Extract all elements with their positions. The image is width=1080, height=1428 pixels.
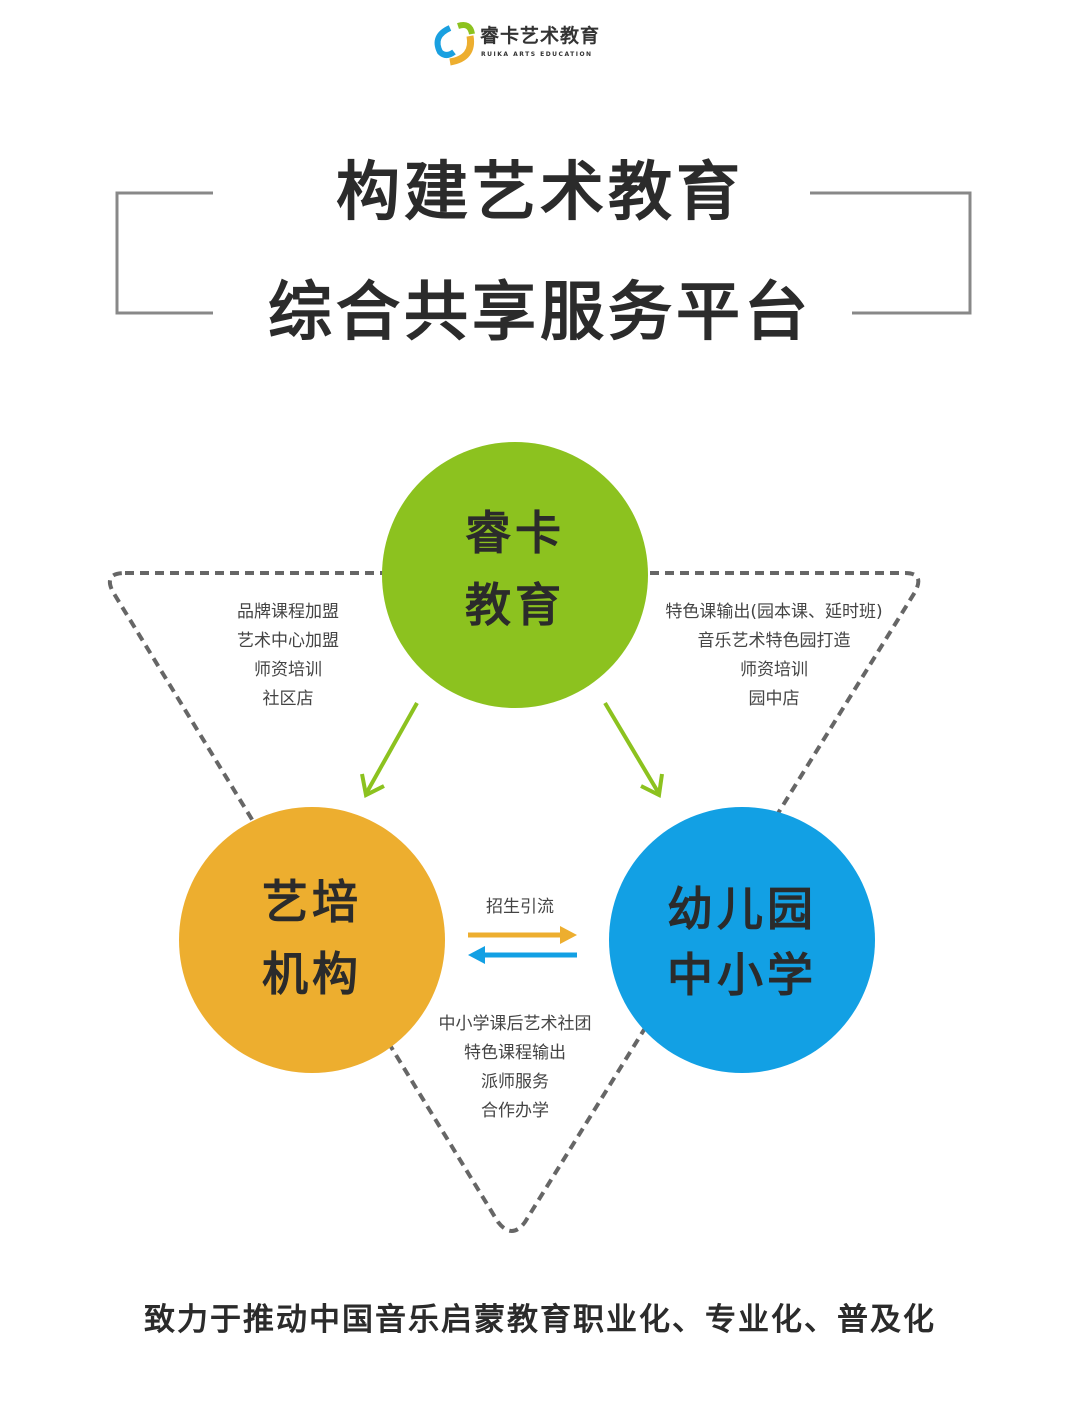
node-art-training-circle xyxy=(179,807,445,1073)
arrow-orange-right xyxy=(468,926,577,944)
node-left-line1: 艺培 xyxy=(262,875,362,929)
node-ruika-line1: 睿卡 xyxy=(465,506,565,560)
dashed-triangle xyxy=(108,571,921,1233)
footer-slogan: 致力于推动中国音乐启蒙教育职业化、专业化、普及化 xyxy=(144,1302,936,1338)
arrow-to-left xyxy=(360,702,419,798)
node-ruika-circle xyxy=(382,442,648,708)
node-left-line2: 机构 xyxy=(262,947,362,1001)
node-ruika-label: 睿卡 教育 xyxy=(415,497,615,641)
list-item: 特色课程输出 xyxy=(464,1043,566,1063)
list-item: 派师服务 xyxy=(481,1072,549,1092)
arrow-blue-left xyxy=(468,946,577,964)
title-line-1: 构建艺术教育 xyxy=(336,156,744,230)
list-item: 中小学课后艺术社团 xyxy=(438,1014,592,1034)
title-line-2: 综合共享服务平台 xyxy=(268,276,812,350)
bottom-service-list: 中小学课后艺术社团 特色课程输出 派师服务 合作办学 xyxy=(405,1010,625,1126)
list-item: 园中店 xyxy=(748,689,800,709)
logo-icon xyxy=(434,22,475,66)
node-right-line1: 幼儿园 xyxy=(667,882,817,936)
node-right-line2: 中小学 xyxy=(667,948,817,1002)
logo-name: 睿卡艺术教育 xyxy=(480,25,601,47)
list-item: 社区店 xyxy=(262,689,314,709)
list-item: 特色课输出(园本课、延时班) xyxy=(665,602,883,622)
node-ruika-line2: 教育 xyxy=(465,578,565,632)
logo-subtitle: RUIKA ARTS EDUCATION xyxy=(481,51,593,58)
list-item: 艺术中心加盟 xyxy=(237,631,339,651)
node-art-training-label: 艺培 机构 xyxy=(212,866,412,1010)
middle-label: 招生引流 xyxy=(486,897,554,917)
title-bracket-left xyxy=(115,191,213,315)
arrow-to-right xyxy=(603,701,664,799)
title-bracket-right xyxy=(810,191,972,315)
list-item: 品牌课程加盟 xyxy=(237,602,339,622)
list-item: 合作办学 xyxy=(481,1101,549,1121)
list-item: 师资培训 xyxy=(740,660,808,680)
node-school-label: 幼儿园 中小学 xyxy=(632,876,852,1008)
right-service-list: 特色课输出(园本课、延时班) 音乐艺术特色园打造 师资培训 园中店 xyxy=(640,598,908,714)
list-item: 音乐艺术特色园打造 xyxy=(697,631,851,651)
left-service-list: 品牌课程加盟 艺术中心加盟 师资培训 社区店 xyxy=(188,598,388,714)
list-item: 师资培训 xyxy=(254,660,322,680)
node-school-circle xyxy=(609,807,875,1073)
